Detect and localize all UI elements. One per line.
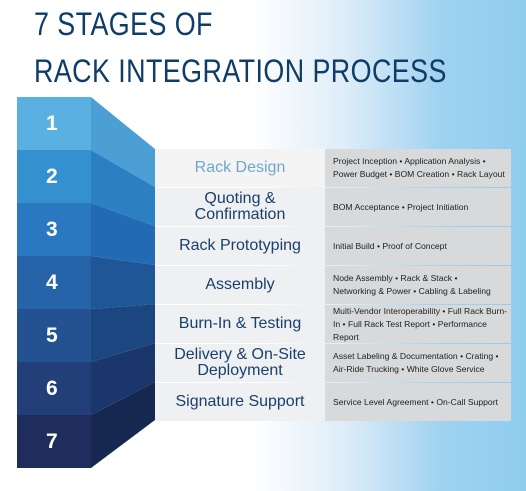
stage-number-5: 5	[17, 309, 91, 362]
bevel-2	[91, 150, 155, 226]
stage-number-6: 6	[17, 362, 91, 415]
stage-desc-2-line-1: BOM Acceptance • Project Initiation	[333, 201, 469, 212]
stage-desc-4: Node Assembly • Rack & Stack • Networking…	[325, 266, 511, 304]
stage-desc-6-line-1: Asset Labeling & Documentation • Crating…	[333, 351, 499, 361]
stage-desc-3-line-1: Initial Build • Proof of Concept	[333, 240, 447, 251]
stage-name-2: Quoting & Confirmation	[155, 188, 325, 226]
bevel-7	[91, 382, 155, 468]
bevel-6	[91, 343, 155, 415]
title-line-1: 7 STAGES OF	[34, 6, 213, 42]
stage-name-6-line-2: Deployment	[197, 362, 283, 379]
stage-desc-6: Asset Labeling & Documentation • Crating…	[325, 344, 511, 382]
stage-desc-1-line-2: Power Budget • BOM Creation • Rack Layou…	[333, 169, 505, 179]
bevel-4	[91, 256, 155, 309]
stage-desc-4-line-2: Networking & Power • Cabling & Labeling	[333, 286, 491, 296]
stage-desc-7-line-1: Service Level Agreement • On-Call Suppor…	[333, 396, 498, 407]
stage-row-3: Rack Prototyping Initial Build • Proof o…	[155, 227, 511, 265]
stage-row-1: Rack Design Project Inception • Applicat…	[155, 149, 511, 187]
stage-row-7: Signature Support Service Level Agreemen…	[155, 383, 511, 421]
stage-desc-4-line-1: Node Assembly • Rack & Stack •	[333, 273, 458, 283]
stage-desc-5-line-1: Multi-Vendor Interoperability • Full Rac…	[333, 305, 507, 316]
stage-name-5: Burn-In & Testing	[155, 305, 325, 343]
stage-name-7: Signature Support	[155, 383, 325, 421]
title-line-2: RACK INTEGRATION PROCESS	[34, 53, 447, 89]
stage-desc-2: BOM Acceptance • Project Initiation	[325, 188, 511, 226]
bevel-strip	[91, 97, 155, 468]
stage-desc-1: Project Inception • Application Analysis…	[325, 149, 511, 187]
stage-desc-6-line-2: Air-Ride Trucking • White Glove Service	[333, 364, 485, 374]
stage-desc-3: Initial Build • Proof of Concept	[325, 227, 511, 265]
stage-desc-1-line-1: Project Inception • Application Analysis…	[333, 156, 486, 166]
stage-name-6-line-1: Delivery & On-Site	[174, 346, 306, 363]
stage-number-2: 2	[17, 150, 91, 203]
bevel-3	[91, 203, 155, 265]
bevel-1	[91, 97, 155, 187]
stage-row-2: Quoting & Confirmation BOM Acceptance • …	[155, 188, 511, 226]
stage-row-5: Burn-In & Testing Multi-Vendor Interoper…	[155, 305, 511, 343]
stage-desc-7: Service Level Agreement • On-Call Suppor…	[325, 383, 511, 421]
stage-number-4: 4	[17, 256, 91, 309]
stage-name-1: Rack Design	[155, 149, 325, 187]
stage-desc-5: Multi-Vendor Interoperability • Full Rac…	[325, 305, 511, 343]
stage-name-4: Assembly	[155, 266, 325, 304]
stage-number-7: 7	[17, 415, 91, 468]
stage-name-3: Rack Prototyping	[155, 227, 325, 265]
bevel-5	[91, 304, 155, 362]
stage-desc-5-line-2: In • Full Rack Test Report • Performance…	[333, 318, 487, 342]
stage-row-4: Assembly Node Assembly • Rack & Stack •N…	[155, 266, 511, 304]
stage-number-1: 1	[17, 97, 91, 150]
stage-number-3: 3	[17, 203, 91, 256]
